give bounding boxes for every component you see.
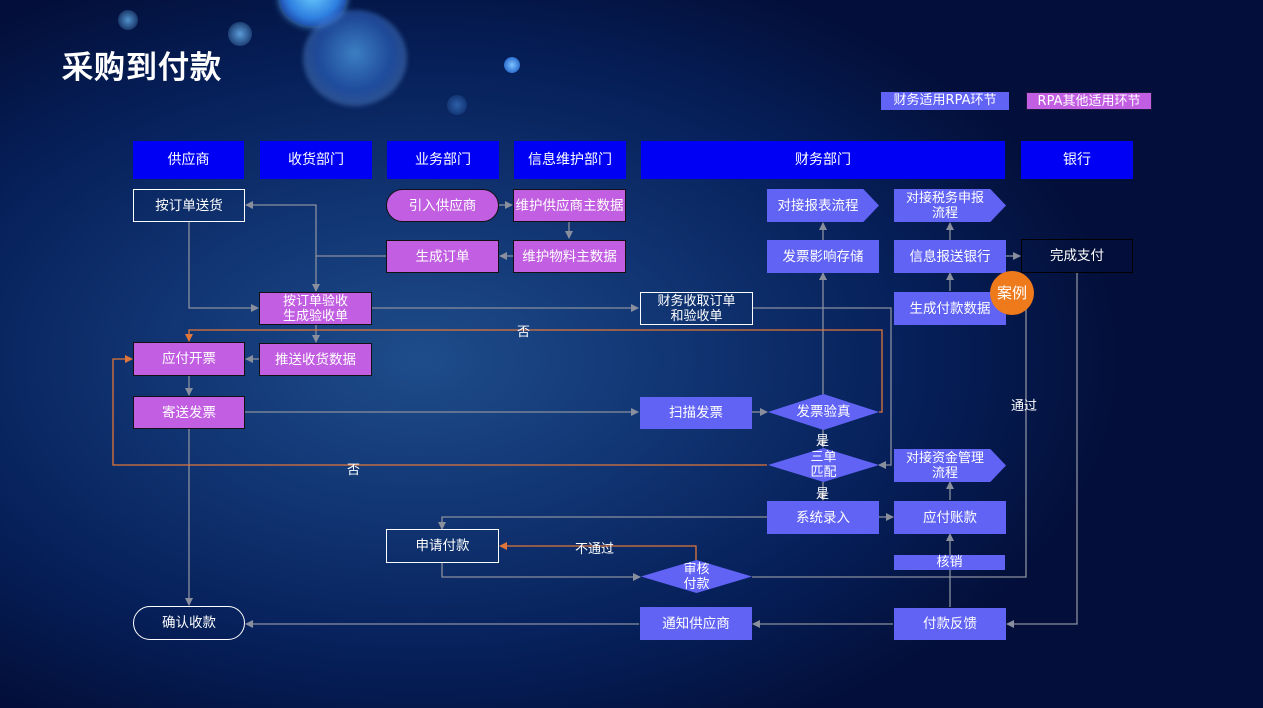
- node-verify-invoice[interactable]: 发票验真: [768, 394, 879, 430]
- lane-header-business: 业务部门: [387, 141, 499, 179]
- node-maintain-supplier-master[interactable]: 维护供应商主数据: [513, 189, 626, 222]
- case-badge[interactable]: 案例: [990, 271, 1034, 315]
- node-scan-invoice[interactable]: 扫描发票: [640, 397, 752, 429]
- node-confirm-receipt[interactable]: 确认收款: [133, 606, 245, 640]
- node-generate-order[interactable]: 生成订单: [386, 240, 499, 273]
- legend-finance-rpa: 财务适用RPA环节: [881, 92, 1009, 110]
- node-invoice-storage[interactable]: 发票影响存储: [767, 240, 879, 273]
- node-push-receipt-data[interactable]: 推送收货数据: [259, 343, 372, 376]
- edge-label-no-match: 否: [347, 463, 361, 478]
- decorative-bubble: [447, 95, 467, 115]
- lane-header-receiving: 收货部门: [260, 141, 372, 179]
- decorative-bubble: [228, 22, 252, 46]
- node-payment-feedback[interactable]: 付款反馈: [894, 608, 1006, 640]
- page-title: 采购到付款: [62, 50, 222, 86]
- node-finance-collect[interactable]: 财务收取订单 和验收单: [640, 292, 753, 325]
- edge-label-not-passed: 不通过: [575, 542, 615, 557]
- node-deliver-by-order[interactable]: 按订单送货: [133, 189, 245, 222]
- node-receive-by-order[interactable]: 按订单验收 生成验收单: [259, 292, 372, 325]
- lane-header-supplier: 供应商: [133, 141, 244, 179]
- edge-entry-to-apply: [438, 516, 767, 530]
- edge-label-passed: 通过: [1011, 399, 1038, 414]
- lane-header-info-maintenance: 信息维护部门: [514, 141, 626, 179]
- decorative-bubble: [118, 10, 138, 30]
- node-three-way-match[interactable]: 三单 匹配: [768, 448, 879, 482]
- node-notify-supplier[interactable]: 通知供应商: [640, 607, 752, 640]
- node-report-flow[interactable]: 对接报表流程: [767, 189, 879, 222]
- node-maintain-material-master[interactable]: 维护物料主数据: [513, 240, 626, 273]
- edge-label-no-verify: 否: [517, 325, 531, 340]
- node-complete-payment[interactable]: 完成支付: [1021, 239, 1133, 273]
- edge-order-to-deliver: [245, 201, 386, 257]
- node-send-invoice[interactable]: 寄送发票: [133, 396, 245, 429]
- edge-label-yes-verify: 是: [816, 434, 830, 449]
- node-introduce-supplier[interactable]: 引入供应商: [386, 189, 499, 222]
- node-accounts-payable[interactable]: 应付账款: [894, 501, 1006, 534]
- edge-deliver-to-receive: [188, 222, 259, 312]
- edge-apply-to-review: [441, 563, 641, 581]
- node-apply-payment[interactable]: 申请付款: [386, 529, 499, 563]
- node-generate-payment-data[interactable]: 生成付款数据: [894, 292, 1006, 325]
- lane-header-finance: 财务部门: [641, 141, 1005, 179]
- node-payable-invoicing[interactable]: 应付开票: [133, 342, 245, 376]
- edge-label-yes-match: 是: [816, 487, 830, 502]
- node-review-payment[interactable]: 审核 付款: [641, 560, 752, 593]
- edge-review-to-genpay: [752, 307, 1027, 578]
- lane-header-bank: 银行: [1021, 141, 1133, 179]
- node-send-to-bank[interactable]: 信息报送银行: [894, 240, 1006, 273]
- node-fund-flow[interactable]: 对接资金管理 流程: [894, 449, 1006, 482]
- node-tax-flow[interactable]: 对接税务申报 流程: [894, 189, 1006, 222]
- decorative-bubble: [303, 10, 407, 106]
- decorative-bubble: [504, 57, 520, 73]
- node-system-entry[interactable]: 系统录入: [767, 501, 879, 534]
- legend-other-rpa: RPA其他适用环节: [1026, 92, 1152, 110]
- node-write-off[interactable]: 核销: [894, 555, 1005, 570]
- edge-complete-to-feedback: [1006, 273, 1078, 628]
